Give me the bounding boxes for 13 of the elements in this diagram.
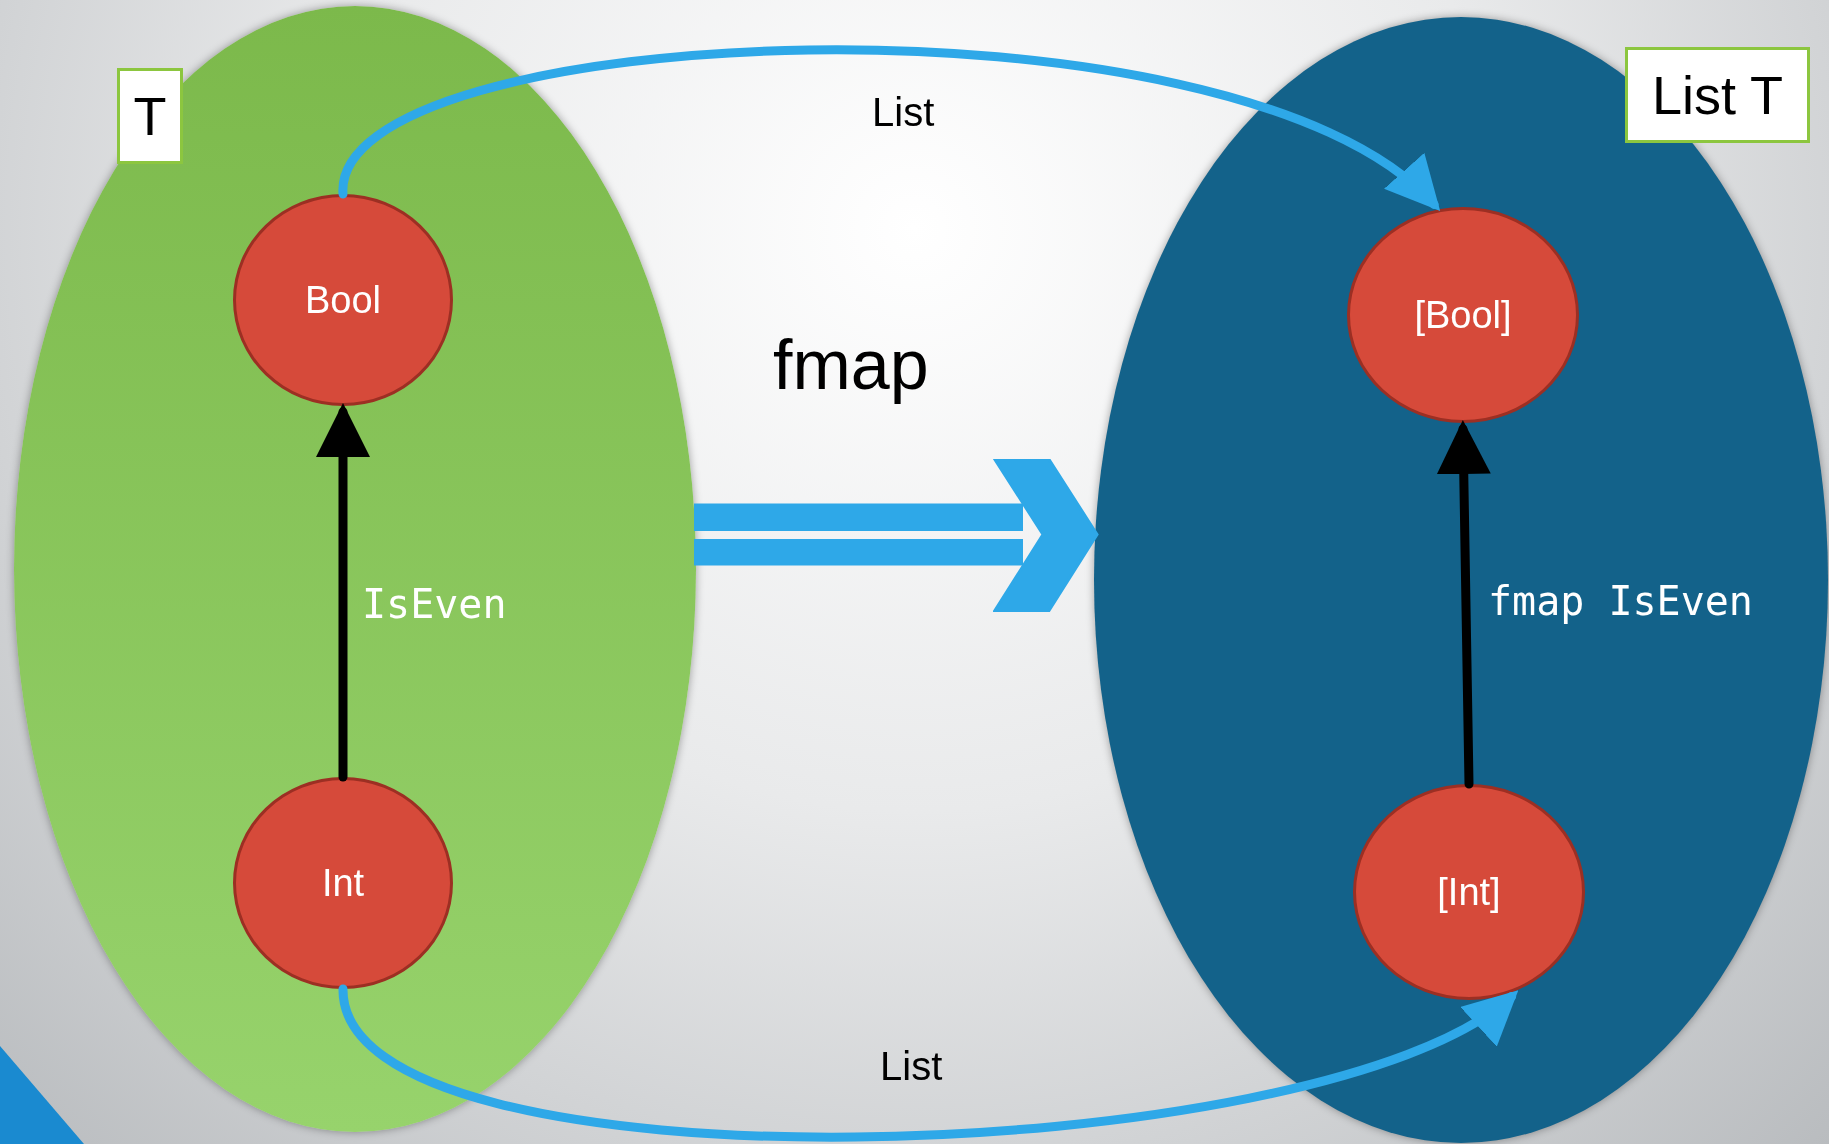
- edge-label: List: [872, 92, 935, 132]
- arrow: [338, 45, 1442, 210]
- arrow: [1436, 420, 1491, 789]
- type-name: [Int]: [1437, 869, 1501, 915]
- edge-label: List: [880, 1046, 943, 1086]
- edge-label: IsEven: [362, 584, 507, 624]
- arrow: [316, 403, 370, 782]
- type-name: Int: [321, 860, 365, 906]
- arrow: [338, 984, 1520, 1142]
- type-name: Bool: [304, 277, 382, 323]
- set-label: List T: [1625, 47, 1810, 143]
- type-name: [Bool]: [1414, 292, 1512, 338]
- set-label: T: [117, 68, 183, 164]
